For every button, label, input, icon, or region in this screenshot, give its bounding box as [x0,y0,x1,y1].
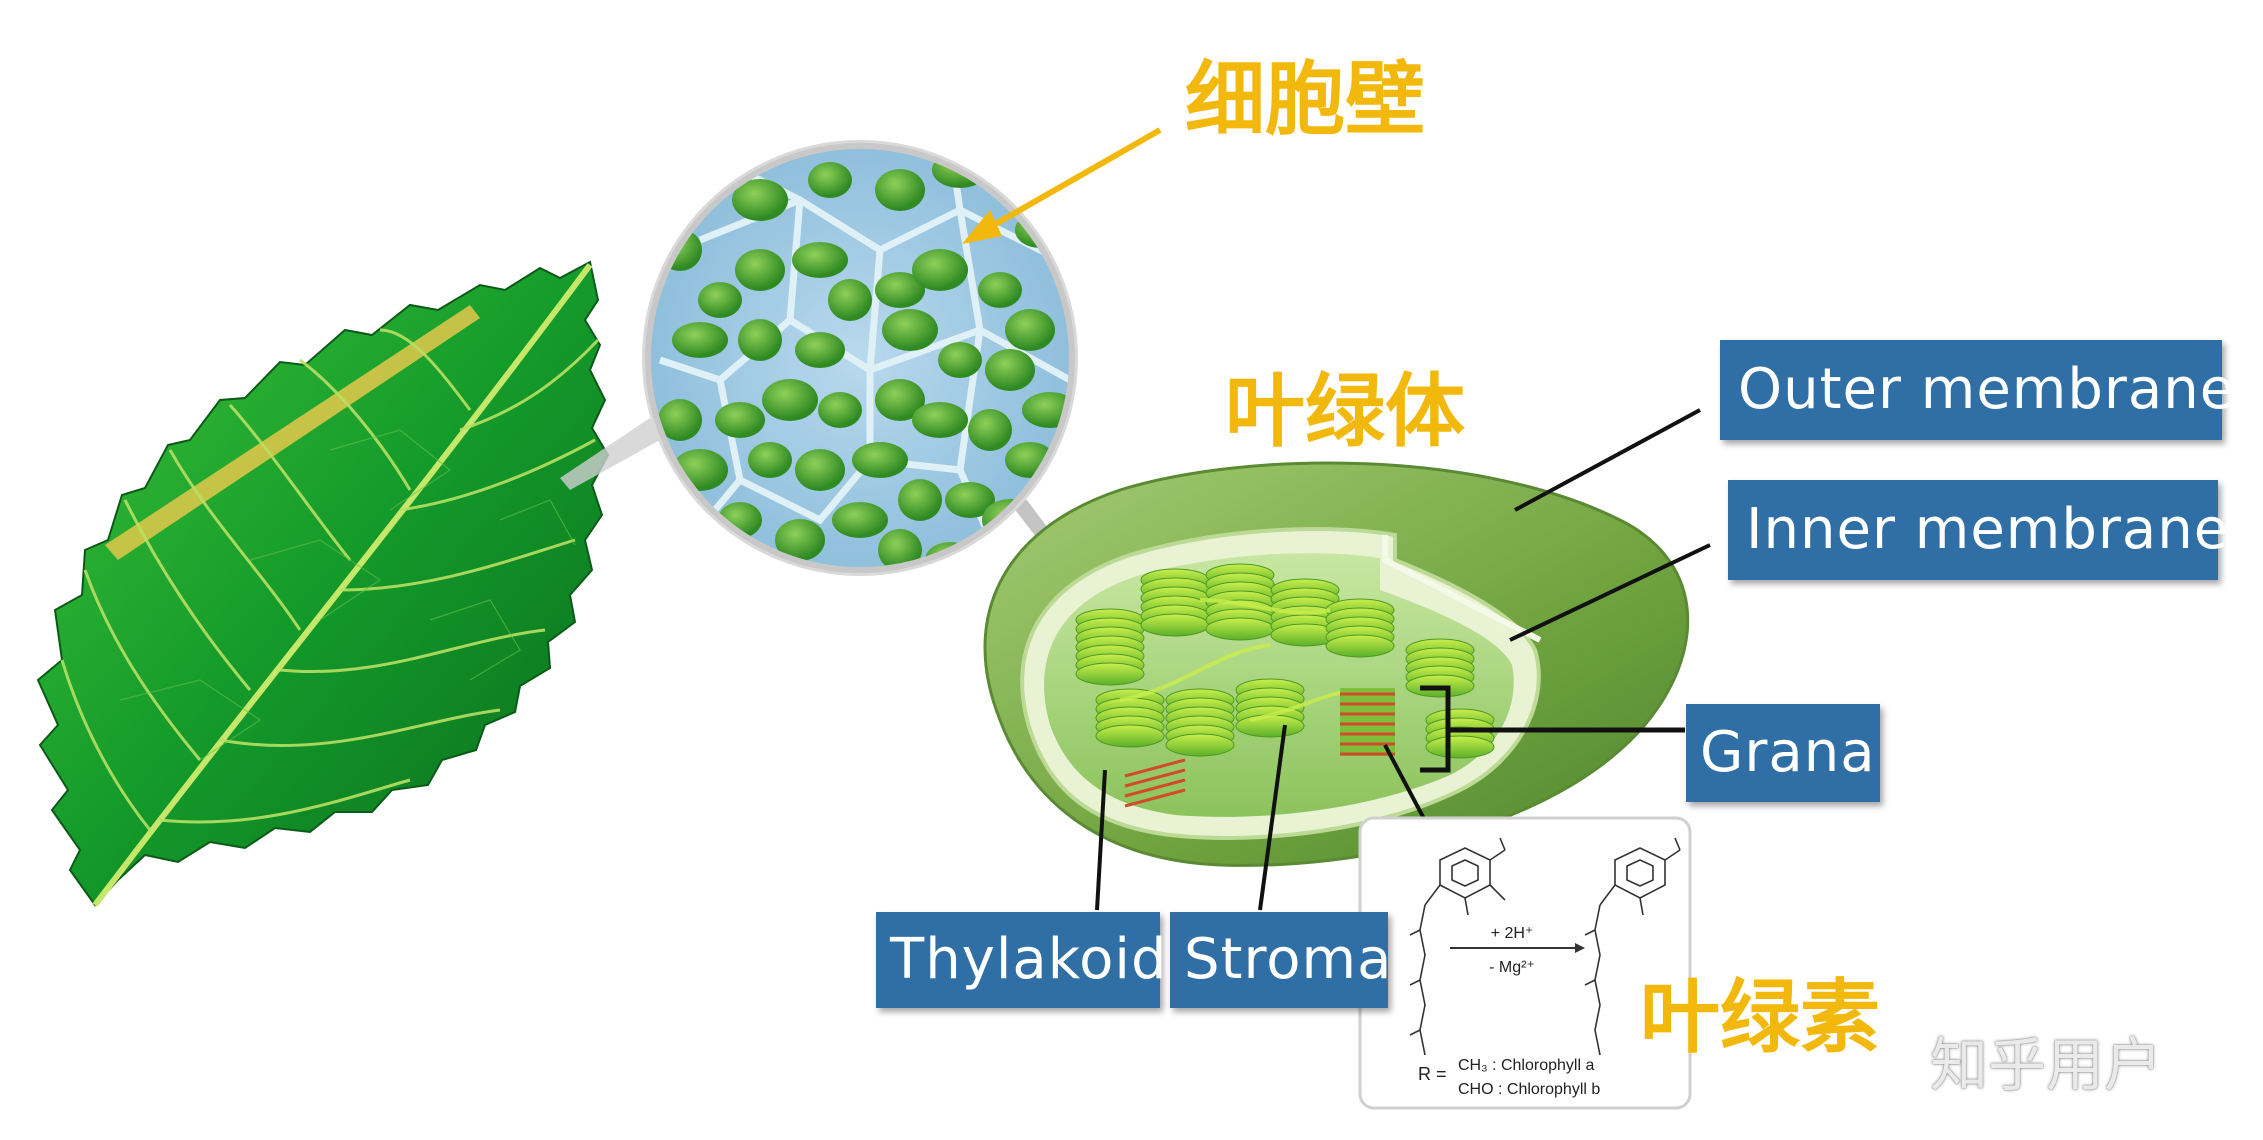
granum-disc [1165,733,1235,757]
cell-chloroplast-dot [808,162,852,198]
grana-label: Grana [1686,704,1880,802]
cell-chloroplast-dot [898,479,942,521]
cell-chloroplast-dot [818,392,862,428]
cell-chloroplast-dot [832,502,888,538]
granum-disc [1425,735,1495,759]
cell-chloroplast-dot [775,519,825,561]
reaction-top-text: + 2H⁺ [1491,925,1534,942]
leaf-illustration [36,260,610,907]
lamellae-cutaway [1124,758,1186,808]
cell-chloroplast-dot [828,279,872,321]
cell-chloroplast-dot [978,272,1022,308]
cell-chloroplast-dot [658,399,702,441]
chlorophyll-molecule-right [1584,837,1681,1056]
r-group-line-b: CHO : Chlorophyll b [1458,1081,1600,1098]
cell-chloroplast-dot [732,179,788,221]
cell-chloroplast-dot [748,442,792,478]
thylakoid-label: Thylakoid [876,912,1167,1008]
chlorophyll-molecule-left [1409,837,1506,1056]
cell-chloroplast-dot [698,282,742,318]
cell-wall-title: 细胞壁 [1185,53,1425,146]
cell-chloroplast-dot [795,332,845,368]
cell-wall-arrow [962,127,1162,244]
cell-chloroplast-dot [792,242,848,278]
cell-chloroplast-dot [912,249,968,291]
cell-chloroplast-dot [715,402,765,438]
stroma-label: Stroma [1170,912,1391,1008]
r-group-line-a: CH₃ : Chlorophyll a [1458,1057,1594,1074]
cell-chloroplast-dot [882,309,938,351]
cell-chloroplast-dot [912,402,968,438]
inner-membrane-label: Inner membrane [1728,480,2228,580]
granum-cutaway [1340,688,1395,756]
cell-chloroplast-dot [875,169,925,211]
granum-disc [1075,662,1145,686]
cell-chloroplast-dot [938,342,982,378]
cell-chloroplast-dot [735,249,785,291]
reaction-bottom-text: - Mg²⁺ [1489,959,1535,976]
cell-chloroplast-dot [985,349,1035,391]
cell-chloroplast-dot [968,409,1012,451]
granum-disc [1095,724,1165,748]
cell-chloroplast-dot [762,379,818,421]
granum-disc [1235,714,1305,738]
grana-bracket [1420,685,1685,773]
granum-disc [1205,617,1275,641]
cell-chloroplast-dot [738,319,782,361]
zhihu-watermark: 知乎用户 [1930,1031,2163,1099]
chlorophyll-structure-box: + 2H⁺ - Mg²⁺ R = CH₃ : Chlorophyll a CHO… [1358,816,1692,1110]
granum-disc [1140,613,1210,637]
cell-chloroplast-dot [1005,309,1055,351]
leader-lines [1095,408,1711,911]
chloroplast-illustration [983,461,1690,867]
chlorophyll-title: 叶绿素 [1640,971,1880,1064]
outer-membrane-label: Outer membrane [1720,340,2234,440]
zoom-connector [560,418,660,490]
cell-chloroplast-dot [852,442,908,478]
cell-chloroplast-dot [945,482,995,518]
cell-chloroplast-dot [795,449,845,491]
cell-chloroplast-dot [878,529,922,570]
cell-chloroplast-dot [672,322,728,358]
granum-disc [1325,634,1395,658]
cell-magnifier [642,140,1078,576]
r-group-prefix: R = [1418,1064,1447,1084]
cell-chloroplast-dot [875,379,925,421]
chloroplast-title: 叶绿体 [1225,365,1465,458]
cell-chloroplast-dot [875,272,925,308]
